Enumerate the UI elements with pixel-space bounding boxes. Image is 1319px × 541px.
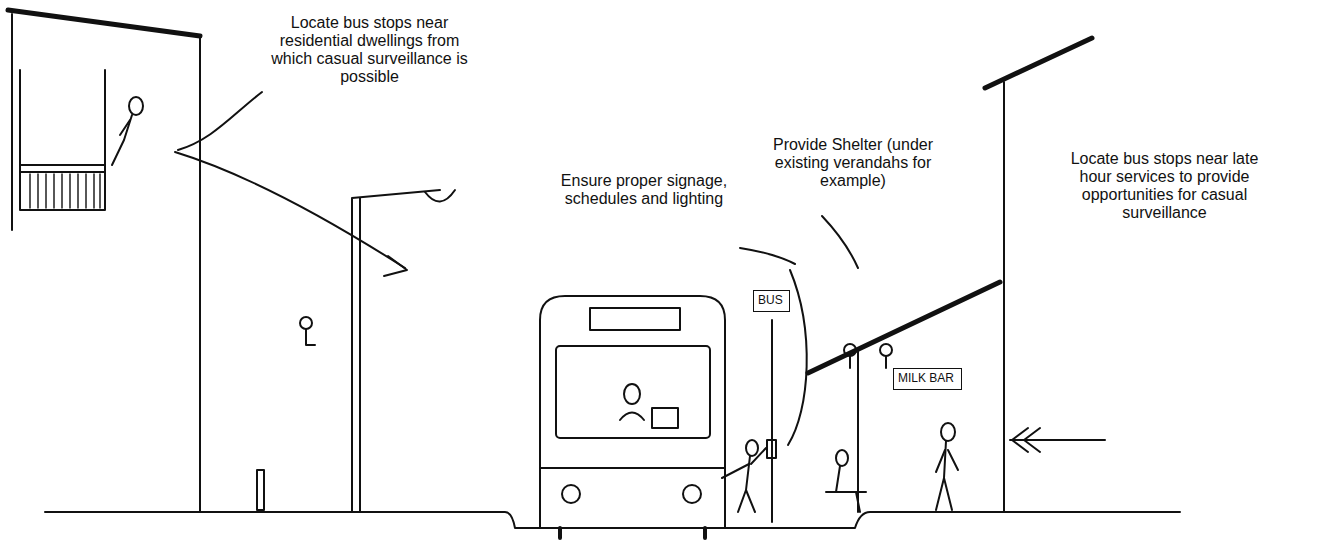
- callout-note: Ensure proper signage, schedules and lig…: [548, 172, 740, 208]
- sightline-arrow: [175, 152, 405, 268]
- residential-building: [8, 10, 200, 512]
- sign-board: BUS: [753, 290, 790, 312]
- callout-note: Provide Shelter (under existing verandah…: [768, 136, 938, 190]
- bus: [540, 296, 725, 538]
- verandah-shelter: [808, 282, 1000, 512]
- sign-text: MILK BAR: [898, 371, 957, 385]
- callout-note: Locate bus stops near residential dwelli…: [262, 14, 477, 86]
- sign-text: BUS: [758, 293, 785, 307]
- bus-stop-pole: [771, 320, 773, 522]
- leader-line: [740, 248, 795, 264]
- leader-line: [788, 270, 807, 445]
- sign-board: MILK BAR: [893, 368, 962, 390]
- callout-note: Locate bus stops near late hour services…: [1062, 150, 1267, 222]
- leader-line: [178, 92, 262, 150]
- leader-line: [822, 216, 858, 268]
- street-lamp: [257, 190, 455, 512]
- waving-person: [722, 440, 766, 512]
- ground-line: [45, 512, 1180, 528]
